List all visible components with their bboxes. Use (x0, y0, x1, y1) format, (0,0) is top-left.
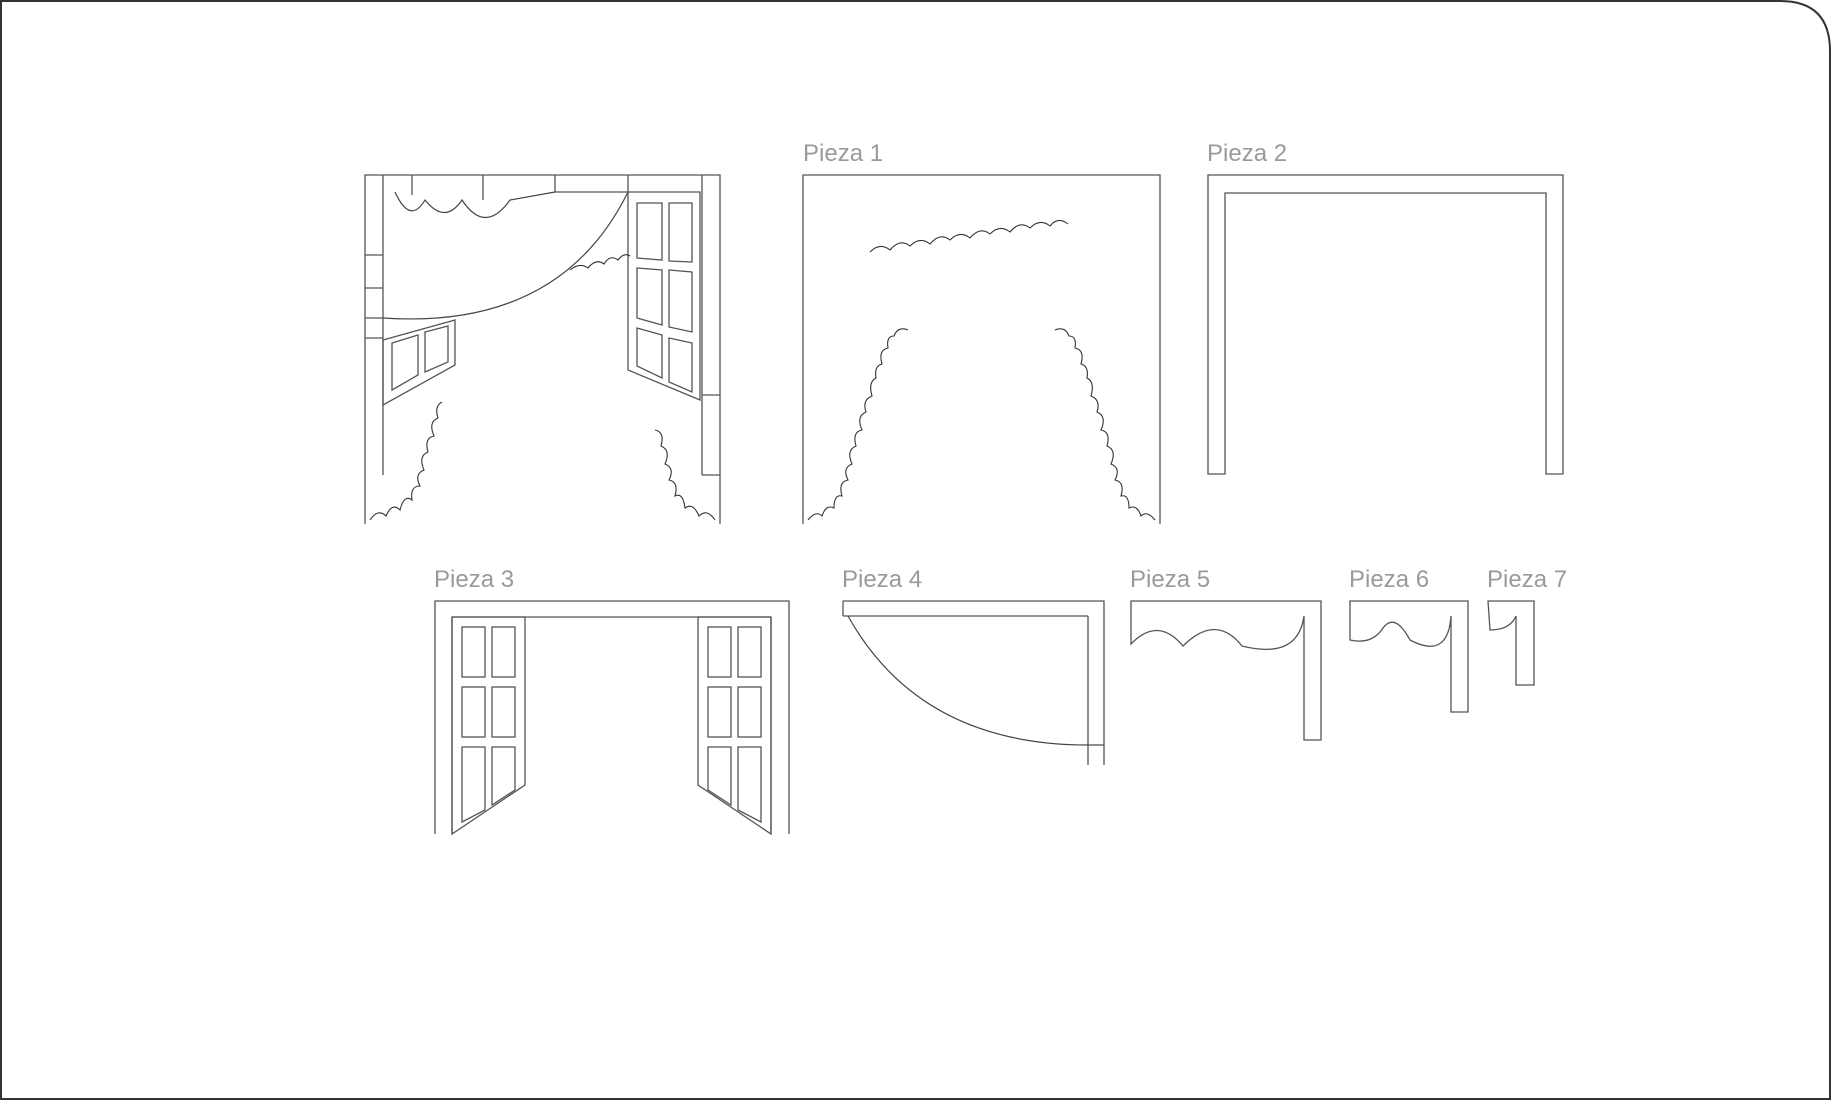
pieza-4-drawing (842, 600, 1105, 765)
pieza-6-drawing (1349, 600, 1469, 713)
pieza-5-drawing (1130, 600, 1322, 741)
pieza-7-label: Pieza 7 (1487, 566, 1567, 593)
pieza-1-label: Pieza 1 (803, 140, 883, 167)
pieza-3-label: Pieza 3 (434, 566, 514, 593)
pieza-2-label: Pieza 2 (1207, 140, 1287, 167)
pieza-7-drawing (1487, 600, 1535, 686)
pieza-4-label: Pieza 4 (842, 566, 922, 593)
pieza-2-drawing (1207, 174, 1564, 475)
pieza-5-label: Pieza 5 (1130, 566, 1210, 593)
pieza-3-drawing (434, 600, 790, 836)
assembled-view (364, 174, 721, 524)
pieza-6-label: Pieza 6 (1349, 566, 1429, 593)
pieza-1-drawing (802, 174, 1161, 524)
